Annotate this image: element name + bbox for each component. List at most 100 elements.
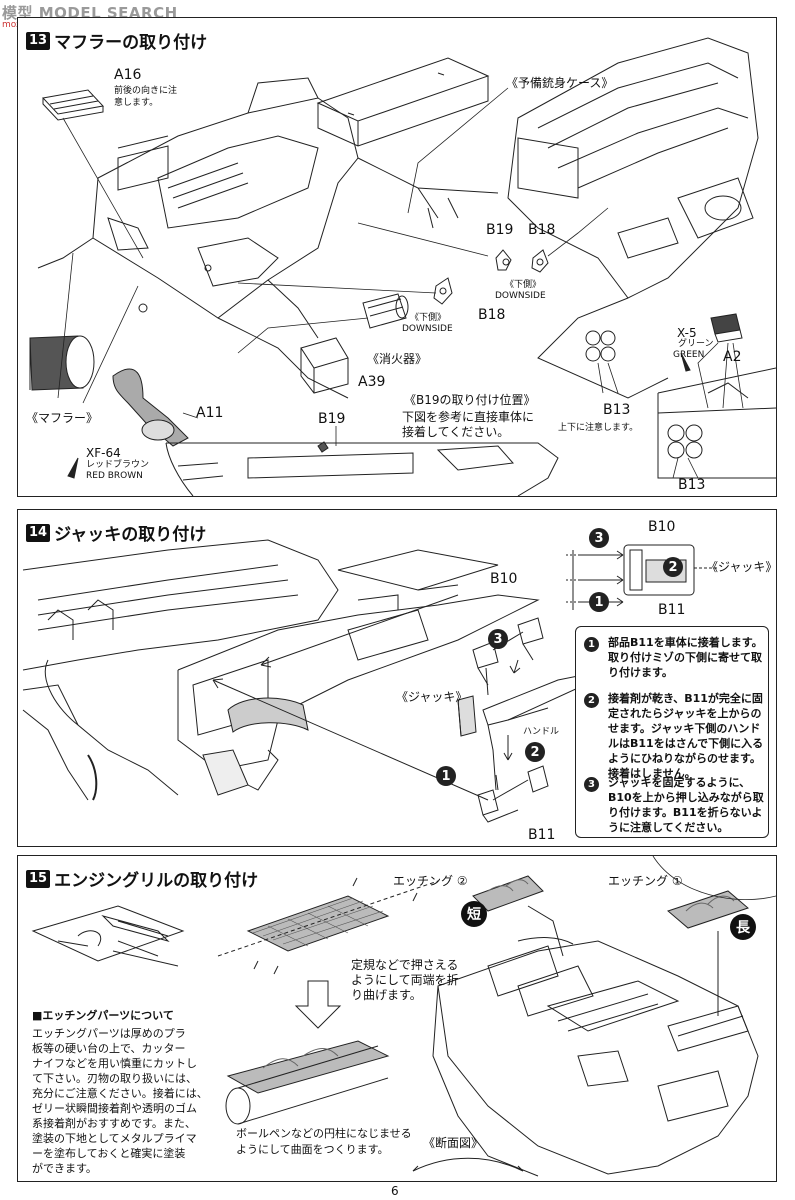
etching-text-line6: ゼリー状瞬間接着剤や透明のゴム xyxy=(32,1102,197,1115)
b13-note: 上下に注意します。 xyxy=(558,423,639,433)
fire-extinguisher-label: 《消火器》 xyxy=(367,352,428,366)
etching-2-text: エッチング xyxy=(393,874,454,888)
inset-callout-3: 3 xyxy=(589,528,609,548)
jack-label: 《ジャッキ》 xyxy=(396,690,468,704)
etching-1-text: エッチング xyxy=(608,874,669,888)
downside-jp-label: 《下側》 xyxy=(505,280,542,290)
muffler-part xyxy=(29,335,189,447)
etched-sheet-cutting xyxy=(31,905,185,967)
bend-down-arrow xyxy=(294,980,342,1029)
a16-label: A16 xyxy=(114,67,142,83)
b19-label: B19 xyxy=(486,222,514,238)
jack-instructions-box: 1 部品B11を車体に接着します。取り付けミゾの下側に寄せて取り付けます。 2 … xyxy=(575,626,769,838)
a39-part xyxy=(300,337,349,394)
bend-note-line2: ようにして両端を折 xyxy=(351,973,459,987)
callout-3: 3 xyxy=(488,629,508,649)
a16-part xyxy=(42,89,104,121)
xf64-jp-label: レッドブラウン xyxy=(86,460,150,470)
callout-2: 2 xyxy=(525,742,545,762)
step-14-title-text: ジャッキの取り付け xyxy=(54,525,207,545)
xf64-label: XF-64 xyxy=(86,446,121,460)
a2-part xyxy=(710,313,743,343)
etching-text-line4: て下さい。刃物の取り扱いには、 xyxy=(32,1072,197,1085)
instruction-step-3-number: 3 xyxy=(584,777,599,792)
instruction-step-1-number: 1 xyxy=(584,637,599,652)
curve-note-line1: ボールペンなどの円柱になじませる xyxy=(236,1127,412,1140)
jack-inset-label: 《ジャッキ》 xyxy=(706,560,778,574)
etching-1-label: エッチング ① xyxy=(608,874,683,888)
inset-callout-2: 2 xyxy=(663,557,683,577)
x5-paint-marker xyxy=(680,352,691,372)
b11-label: B11 xyxy=(528,827,556,843)
step-13-drawing xyxy=(29,37,776,496)
downside2-en-label: DOWNSIDE xyxy=(402,324,453,334)
leader-lines xyxy=(57,87,744,479)
step-13-title-text: マフラーの取り付け xyxy=(54,33,208,53)
etching-text-line9: ーを塗布しておくと確実に塗装 xyxy=(32,1147,186,1160)
bend-note-line1: 定規などで押さえる xyxy=(351,958,459,972)
hull-jack-area xyxy=(22,539,540,801)
b19-position-title: 《B19の取り付け位置》 xyxy=(404,393,536,407)
step-13-number: 13 xyxy=(26,31,51,50)
etching-text-line1: エッチングパーツは厚めのプラ xyxy=(32,1027,186,1040)
etching-text-line2: 板等の硬い台の上で、カッター xyxy=(32,1042,186,1055)
hull-side-view xyxy=(165,441,559,496)
etching-text-line10: ができます。 xyxy=(32,1162,97,1175)
a39-label: A39 xyxy=(358,374,386,390)
short-badge: 短 xyxy=(461,901,487,927)
step-13-panel: 13 マフラーの取り付け xyxy=(17,17,777,497)
a16-note-line2: 意します。 xyxy=(114,98,159,108)
step-15-title-text: エンジングリルの取り付け xyxy=(54,871,259,891)
instruction-step-1-text: 部品B11を車体に接着します。取り付けミゾの下側に寄せて取り付けます。 xyxy=(608,636,763,679)
a16-note-line1: 前後の向きに注 xyxy=(114,86,178,96)
step-14-panel: 14 ジャッキの取り付け xyxy=(17,509,777,847)
etching-parts-heading: ■エッチングパーツについて xyxy=(32,1009,174,1022)
callout-1: 1 xyxy=(436,766,456,786)
grille-curving xyxy=(225,1040,390,1125)
fire-extinguisher-part xyxy=(362,293,409,329)
etching-1-grille xyxy=(667,890,749,929)
step-13-title: 13 マフラーの取り付け xyxy=(26,28,207,53)
etched-grille-flat xyxy=(217,877,439,975)
b10-jack-b11-parts xyxy=(457,617,584,823)
b10-inset-label: B10 xyxy=(648,519,676,535)
etching-text-line5: 充分にご注意ください。接着には、 xyxy=(32,1087,208,1100)
xf64-en-label: RED BROWN xyxy=(86,471,143,481)
a11-label: A11 xyxy=(196,405,224,421)
b13-label: B13 xyxy=(603,402,631,418)
instruction-step-3-text: ジャッキを固定するように、B10を上から押し込みながら取り付けます。B11を折ら… xyxy=(608,776,764,834)
etching-2-label: エッチング ② xyxy=(393,874,468,888)
downside-en-label: DOWNSIDE xyxy=(495,291,546,301)
b19-position-text-line2: 接着してください。 xyxy=(402,425,510,439)
etching-text-line7: 系接着剤がおすすめです。また、 xyxy=(32,1117,196,1130)
b19-position-text-line1: 下図を参考に直接車体に xyxy=(402,410,535,424)
b10-label: B10 xyxy=(490,571,518,587)
b19-side-label: B19 xyxy=(318,411,346,427)
etching-2-number: ② xyxy=(456,874,468,888)
instruction-step-2-number: 2 xyxy=(584,693,599,708)
curve-note-line2: ようにして曲面をつくります。 xyxy=(236,1143,389,1156)
inset-callout-1: 1 xyxy=(589,592,609,612)
etching-text-line8: 塗装の下地としてメタルプライマ xyxy=(32,1132,197,1145)
b19-b18-parts xyxy=(433,249,549,305)
bend-note-line3: り曲げます。 xyxy=(351,988,422,1002)
step-15-title: 15 エンジングリルの取り付け xyxy=(26,866,258,891)
step-15-drawing xyxy=(31,856,776,1177)
hull-rear-right xyxy=(507,37,759,399)
hull-engine-deck xyxy=(432,937,759,1177)
spare-barrel-case-part xyxy=(316,57,490,147)
b11-inset-label: B11 xyxy=(658,602,686,618)
b13-shackles xyxy=(585,330,703,459)
muffler-label: 《マフラー》 xyxy=(26,411,99,425)
step-15-number: 15 xyxy=(26,869,51,888)
b18-label: B18 xyxy=(528,222,556,238)
x5-label: X-5 xyxy=(677,326,697,340)
cross-section xyxy=(412,1157,524,1172)
page-number: 6 xyxy=(391,1184,399,1198)
step-15-panel: 15 エンジングリルの取り付け xyxy=(17,855,777,1182)
instruction-step-2-text: 接着剤が乾き、B11が完全に固定されたらジャッキを上からのせます。ジャッキ下側の… xyxy=(608,692,764,780)
spare-barrel-case-label: 《予備銃身ケース》 xyxy=(506,76,614,90)
x5-jp-label: グリーン xyxy=(678,339,714,349)
step-14-title: 14 ジャッキの取り付け xyxy=(26,520,206,545)
cross-section-label: 《断面図》 xyxy=(423,1136,484,1150)
